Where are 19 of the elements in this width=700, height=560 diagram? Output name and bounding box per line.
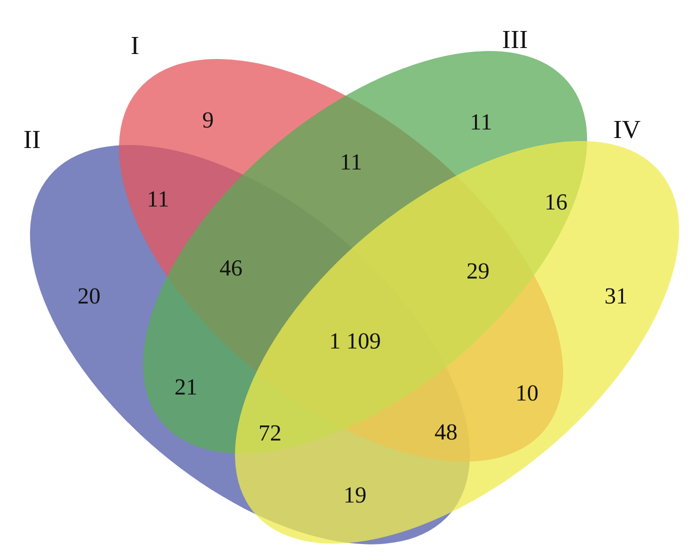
set-label: II: [23, 127, 41, 153]
count-label: 10: [516, 382, 538, 404]
count-label: 48: [434, 420, 458, 444]
count-label: 31: [604, 284, 628, 308]
count-label: 29: [466, 260, 490, 282]
set-label: IV: [613, 117, 641, 143]
count-label: 72: [258, 422, 282, 444]
count-label: 11: [146, 188, 170, 210]
count-label: 16: [544, 190, 568, 214]
count-label: 11: [340, 150, 362, 174]
count-label: 20: [78, 284, 100, 308]
set-label: I: [130, 33, 140, 59]
count-label: 9: [202, 108, 214, 132]
count-label: 11: [470, 110, 492, 134]
set-label: III: [502, 27, 528, 53]
count-label: 46: [220, 256, 242, 280]
count-label: 19: [344, 484, 366, 506]
count-label: 21: [174, 376, 198, 398]
count-label: 1 109: [329, 330, 381, 352]
